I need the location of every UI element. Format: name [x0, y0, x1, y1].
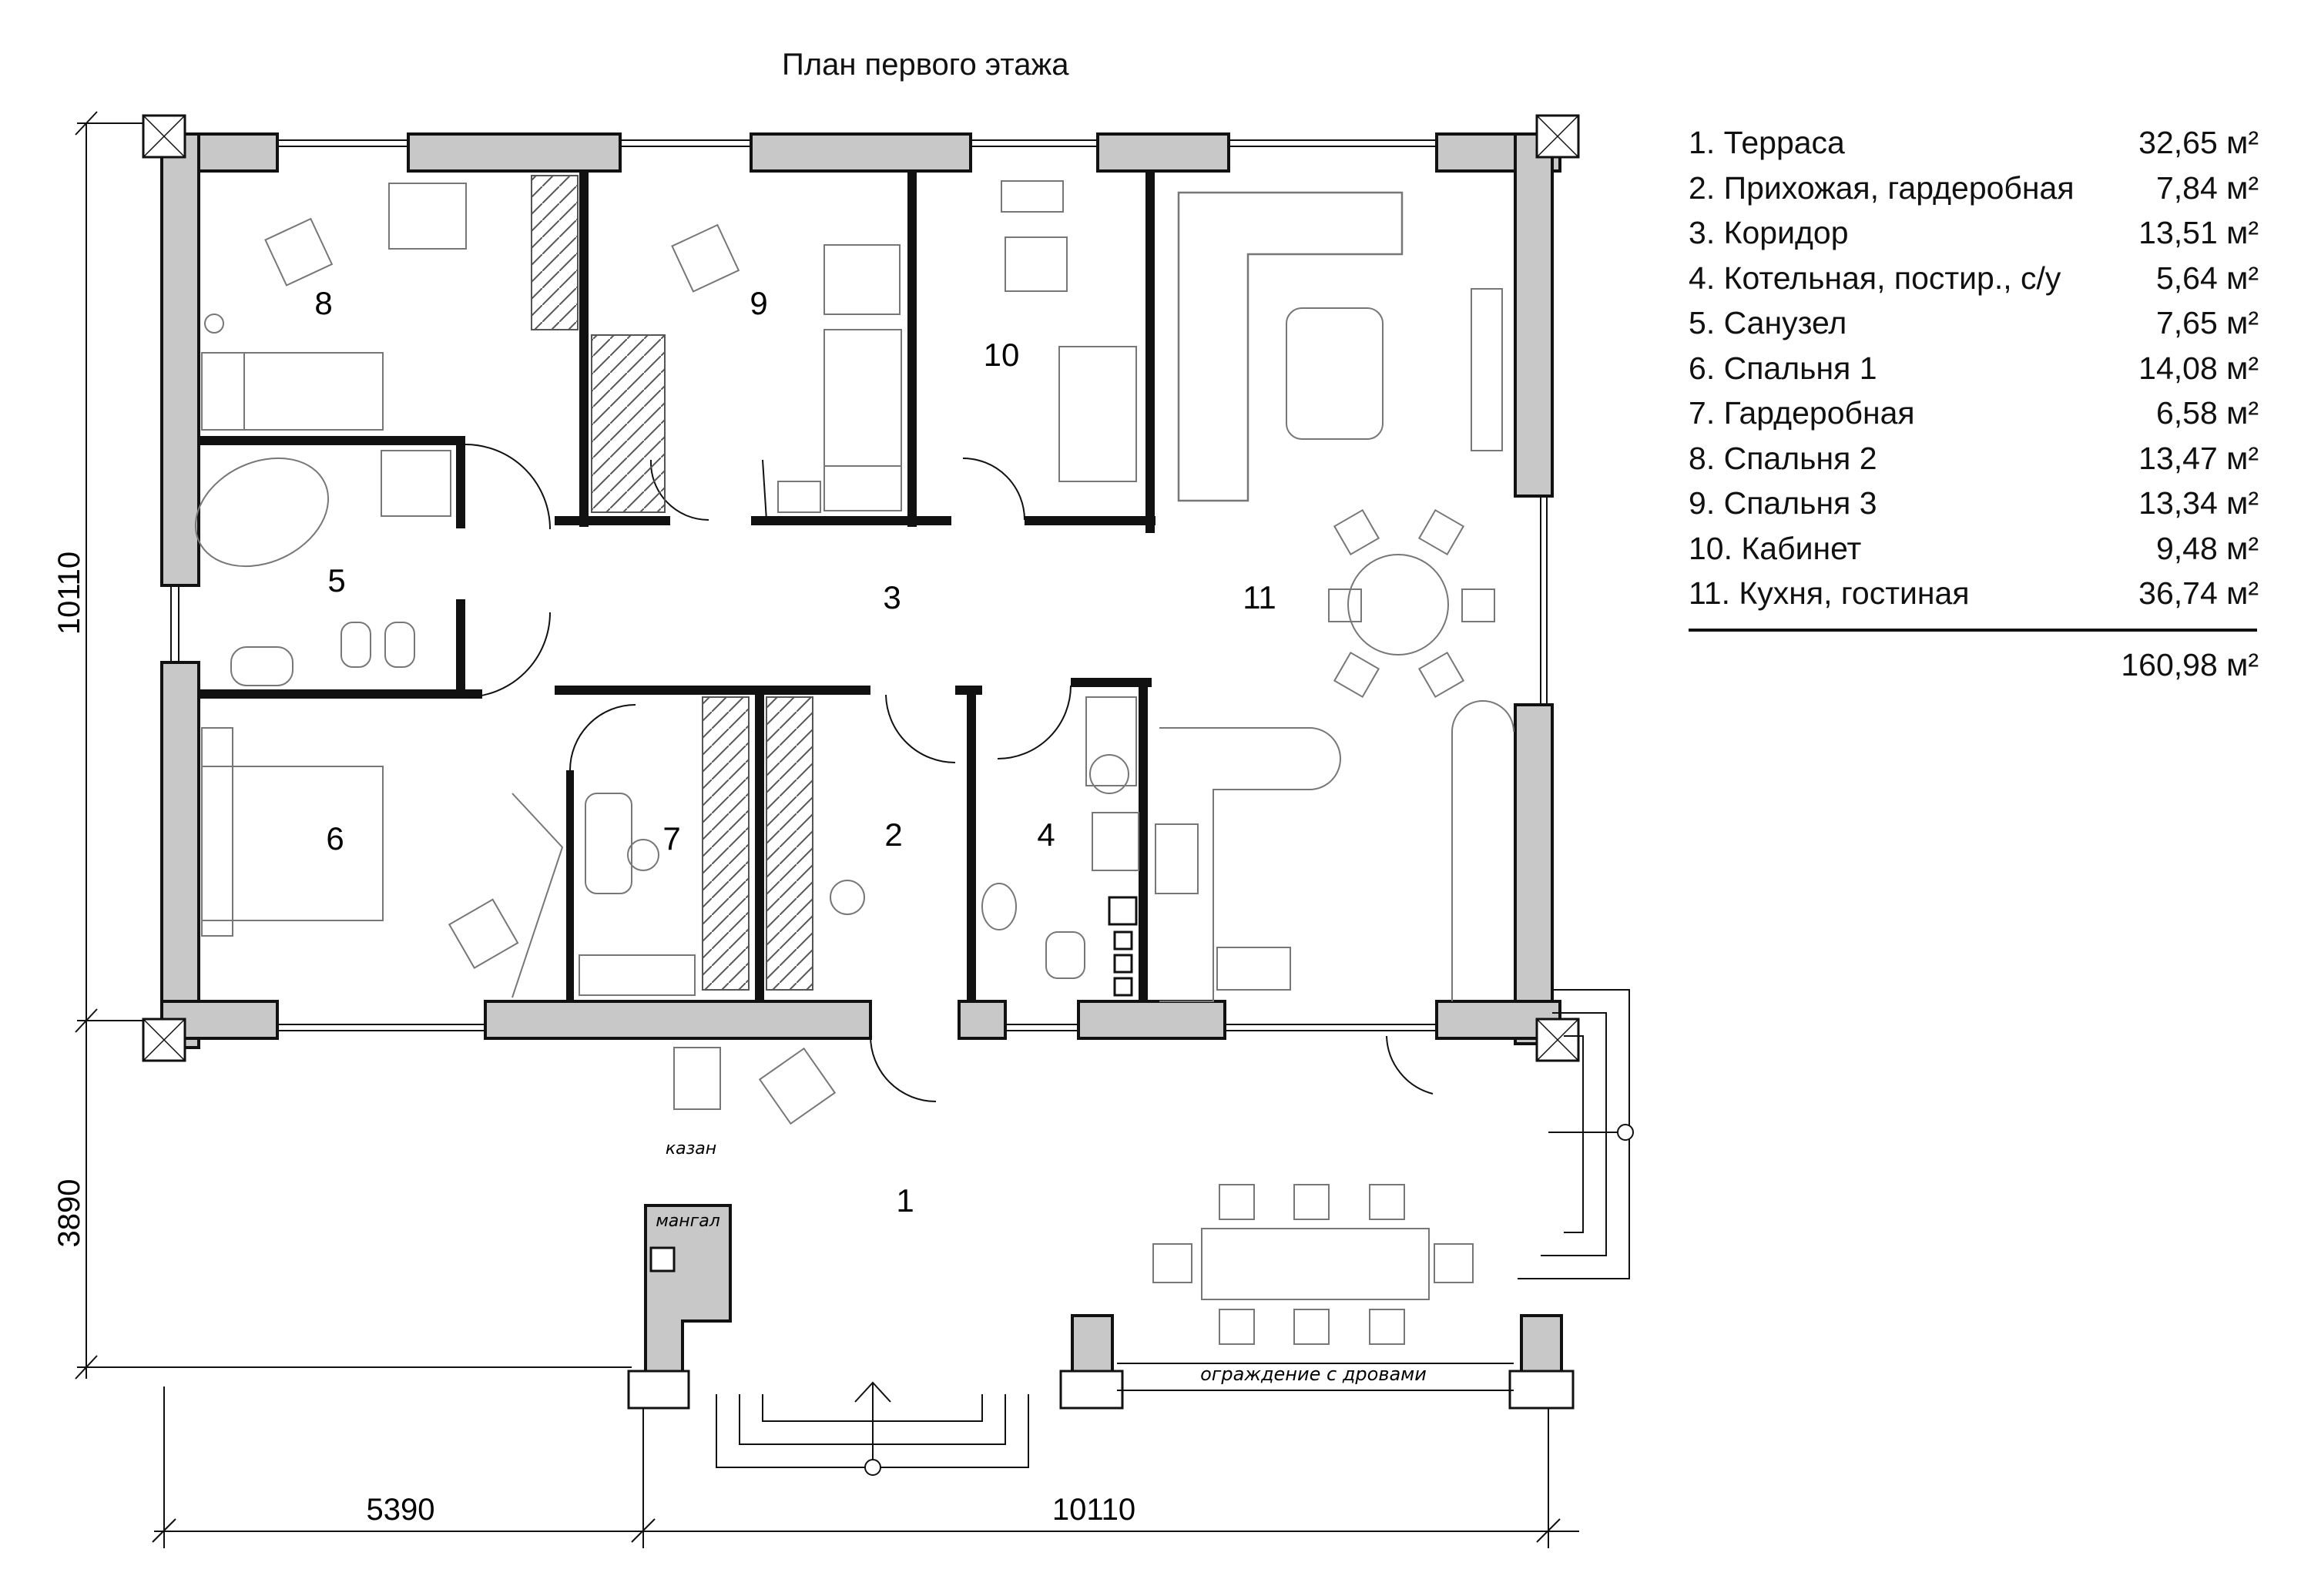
legend-row: 1. Терраса 32,65 м²: [1689, 120, 2259, 166]
legend-room-label: 8. Спальня 2: [1689, 440, 1877, 476]
legend-room-area: 13,34 м²: [2138, 485, 2259, 521]
wardrobe-hatching: [531, 175, 813, 991]
exterior-walls: [160, 132, 1563, 1396]
legend-row: 6. Спальня 1 14,08 м²: [1689, 346, 2259, 391]
legend-divider: [1689, 628, 2257, 632]
room-number-1: 1: [896, 1182, 914, 1219]
corner-pilasters: [142, 114, 1580, 1410]
legend-room-label: 7. Гардеробная: [1689, 395, 1915, 431]
legend-room-area: 14,08 м²: [2138, 350, 2259, 386]
room-number-4: 4: [1037, 816, 1055, 853]
mangal-label: мангал: [656, 1212, 720, 1231]
legend-row: 2. Прихожая, гардеробная 7,84 м²: [1689, 166, 2259, 211]
dimension-lines: [75, 111, 1579, 1548]
room-number-2: 2: [884, 816, 902, 853]
dim-left-lower: 3890: [52, 1179, 86, 1248]
barbecue-fireboxes: [649, 896, 1138, 1272]
room-number-3: 3: [883, 579, 901, 615]
legend-row: 7. Гардеробная 6,58 м²: [1689, 391, 2259, 436]
legend-room-area: 36,74 м²: [2138, 575, 2259, 611]
doors: [465, 444, 1434, 1102]
legend-row: 5. Санузел 7,65 м²: [1689, 300, 2259, 346]
legend-row: 3. Коридор 13,51 м²: [1689, 210, 2259, 256]
room-number-6: 6: [326, 820, 344, 857]
legend-room-area: 7,84 м²: [2155, 169, 2259, 206]
room-number-5: 5: [327, 562, 345, 598]
legend-row: 4. Котельная, постир., с/у 5,64 м²: [1689, 256, 2259, 301]
legend-room-area: 7,65 м²: [2155, 305, 2259, 340]
legend-room-area: 32,65 м²: [2138, 125, 2259, 160]
legend-room-label: 3. Коридор: [1689, 215, 1849, 250]
room-number-7: 7: [662, 820, 680, 857]
legend-room-area: 13,47 м²: [2138, 440, 2259, 476]
kazan-label: казан: [666, 1139, 716, 1158]
legend-room-label: 5. Санузел: [1689, 305, 1847, 340]
porches: [716, 989, 1634, 1476]
room-number-10: 10: [984, 337, 1020, 373]
legend-row: 10. Кабинет 9,48 м²: [1689, 526, 2259, 572]
legend-room-area: 9,48 м²: [2155, 530, 2259, 566]
legend-room-label: 2. Прихожая, гардеробная: [1689, 169, 2075, 206]
legend-room-label: 10. Кабинет: [1689, 530, 1862, 566]
legend-row: 9. Спальня 3 13,34 м²: [1689, 481, 2259, 526]
interior-walls: [199, 171, 1156, 1001]
legend-room-label: 1. Терраса: [1689, 125, 1845, 160]
windows: [170, 139, 1548, 1031]
room-number-11: 11: [1243, 579, 1276, 615]
legend-room-label: 11. Кухня, гостиная: [1689, 575, 1970, 611]
room-legend: 1. Терраса 32,65 м² 2. Прихожая, гардеро…: [1689, 120, 2259, 683]
legend-room-area: 6,58 м²: [2155, 395, 2259, 431]
plan-title: План первого этажа: [782, 48, 1069, 82]
legend-row: 11. Кухня, гостиная 36,74 м²: [1689, 571, 2259, 616]
room-number-8: 8: [314, 285, 332, 321]
legend-total-area: 160,98 м²: [2121, 646, 2259, 682]
legend-room-area: 5,64 м²: [2155, 260, 2259, 296]
legend-room-label: 9. Спальня 3: [1689, 485, 1877, 521]
room-number-9: 9: [750, 285, 767, 321]
dim-bottom-left: 5390: [367, 1493, 435, 1527]
legend-row: 8. Спальня 2 13,47 м²: [1689, 436, 2259, 481]
room-numbers: 8 9 10 5 3 11 6 7 2 4 1: [314, 285, 1276, 1219]
legend-room-label: 6. Спальня 1: [1689, 350, 1877, 386]
fence-label: ограждение с дровами: [1200, 1363, 1427, 1385]
dim-left-upper: 10110: [52, 552, 86, 635]
dim-bottom-right: 10110: [1052, 1493, 1135, 1527]
legend-room-label: 4. Котельная, постир., с/у: [1689, 260, 2061, 296]
legend-room-area: 13,51 м²: [2138, 215, 2259, 250]
furniture: [194, 180, 1514, 1345]
